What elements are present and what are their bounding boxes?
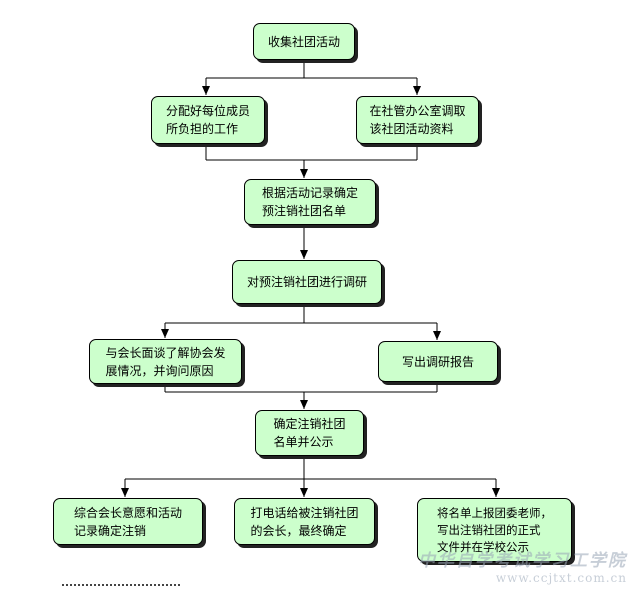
node-submit-to-teacher: 将名单上报团委老师， 写出注销社团的正式 文件并在学校公示	[417, 498, 572, 562]
node-determine-prelist: 根据活动记录确定 预注销社团名单	[244, 179, 376, 225]
node-talk-with-president: 与会长面谈了解协会发 展情况，并询问原因	[89, 339, 242, 384]
site-watermark: 中华自学考试学习工学院 www.ccjtxt.com.cn	[418, 546, 627, 585]
node-collect-activities: 收集社团活动	[253, 23, 355, 60]
node-phone-president: 打电话给被注销社团 的会长，最终确定	[234, 498, 375, 545]
node-retrieve-records: 在社管办公室调取 该社团活动资料	[356, 96, 479, 144]
dotted-underline-mark	[62, 584, 180, 586]
node-confirm-list: 确定注销社团 名单并公示	[255, 410, 364, 456]
node-write-report: 写出调研报告	[378, 341, 498, 382]
node-combine-decision: 综合会长意愿和活动 记录确定注销	[53, 498, 203, 545]
watermark-url: www.ccjtxt.com.cn	[495, 571, 627, 585]
node-research: 对预注销社团进行调研	[232, 260, 382, 304]
node-assign-work: 分配好每位成员 所负担的工作	[151, 96, 265, 144]
watermark-title: 中华自学考试学习工学院	[418, 551, 627, 571]
